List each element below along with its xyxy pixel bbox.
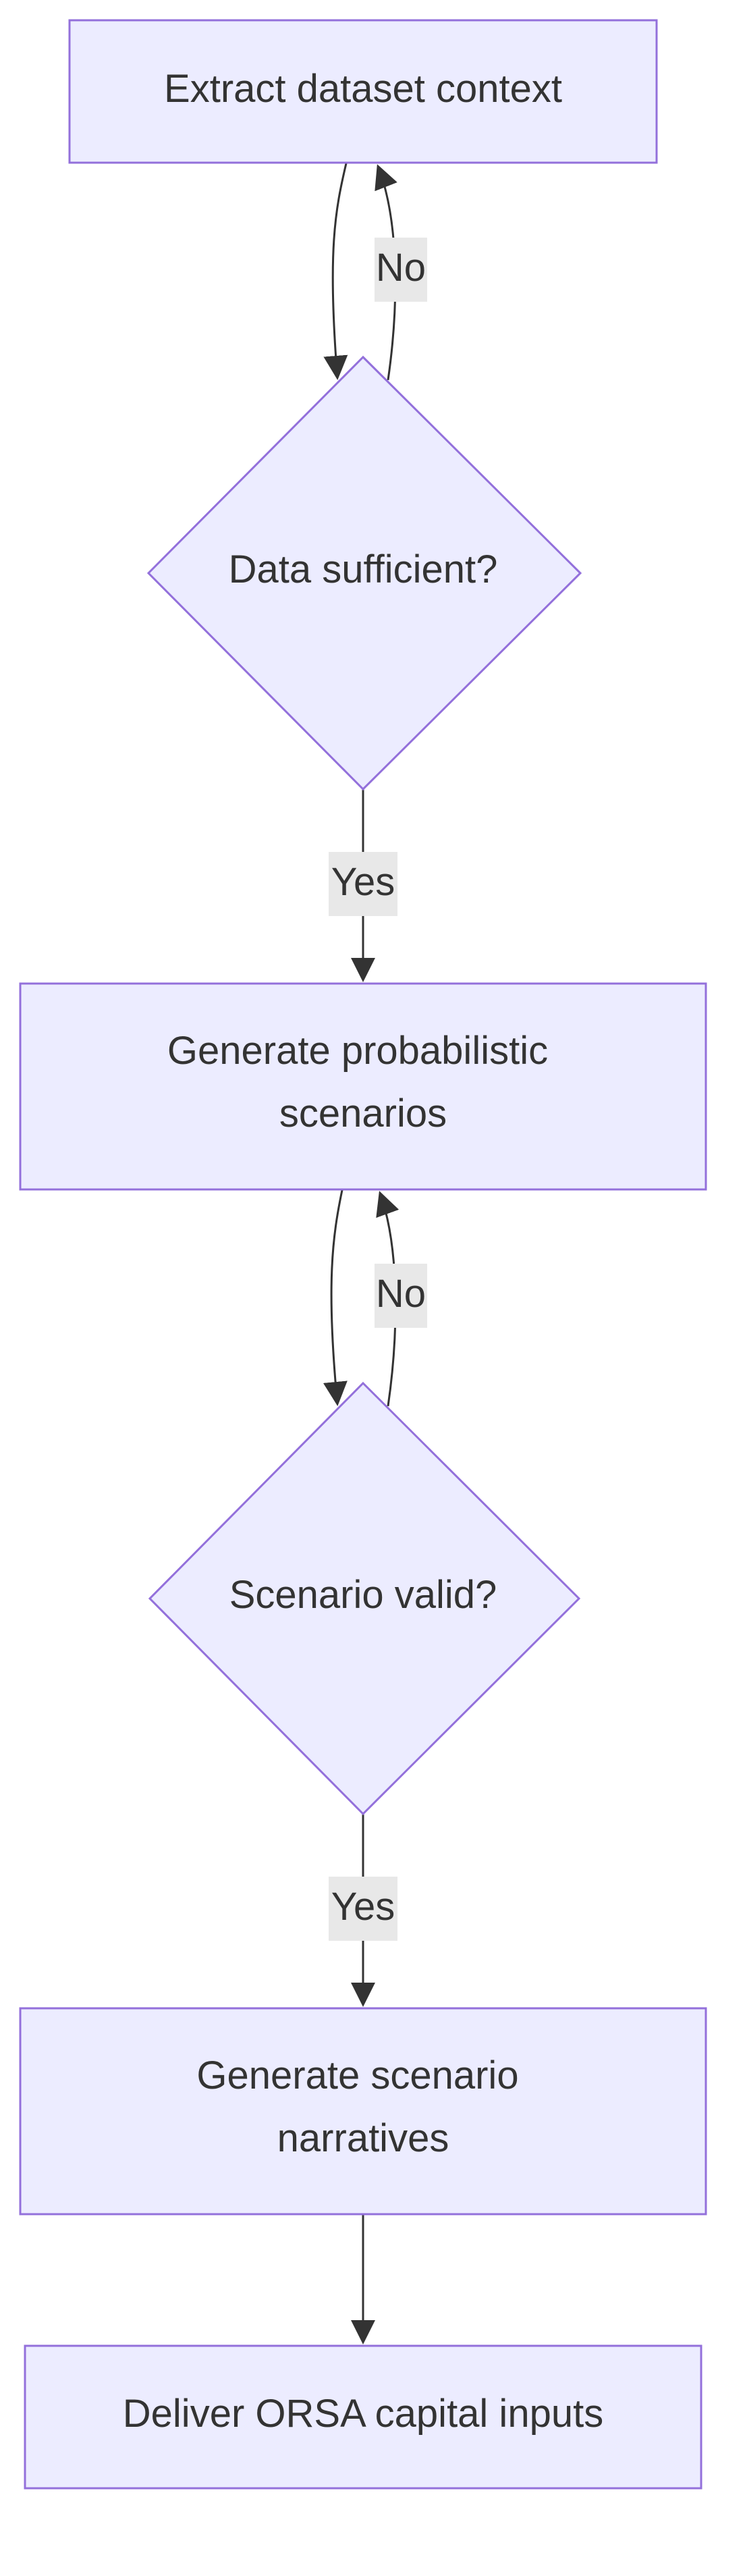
node-narratives-label-line2: narratives <box>277 2116 449 2160</box>
node-generate-label-line1: Generate probabilistic <box>167 1029 548 1073</box>
node-scenario-check-diamond <box>148 1381 581 1816</box>
node-scenario-check: Scenario valid? <box>148 1381 581 1816</box>
edge-label-data-yes-text: Yes <box>331 860 395 904</box>
node-data-check: Data sufficient? <box>146 355 582 791</box>
node-generate-label-line2: scenarios <box>279 1092 447 1135</box>
edge-label-scenario-no-bg <box>375 1264 427 1328</box>
edge-generate-to-scenario-check <box>323 1189 348 1406</box>
edge-label-data-no-bg <box>375 238 427 302</box>
edge-label-scenario-yes-bg <box>329 1877 397 1941</box>
edge-extract-to-data-check <box>323 163 348 380</box>
node-narratives-box <box>19 2007 707 2216</box>
node-generate-box <box>19 982 707 1191</box>
node-extract-label: Extract dataset context <box>164 67 562 111</box>
node-narratives: Generate scenario narratives <box>19 2007 707 2216</box>
edge-label-scenario-yes-text: Yes <box>331 1885 395 1929</box>
node-data-check-diamond <box>146 355 582 791</box>
edge-label-data-yes: Yes <box>329 852 397 916</box>
node-extract-box <box>68 19 658 164</box>
node-deliver-box <box>24 2344 702 2490</box>
node-data-check-label: Data sufficient? <box>229 547 498 591</box>
node-extract: Extract dataset context <box>68 19 658 164</box>
node-scenario-check-label: Scenario valid? <box>229 1573 497 1617</box>
edge-label-data-no-text: No <box>376 246 426 290</box>
edge-label-scenario-yes: Yes <box>329 1877 397 1941</box>
node-deliver: Deliver ORSA capital inputs <box>24 2344 702 2490</box>
node-deliver-label: Deliver ORSA capital inputs <box>123 2392 603 2436</box>
edge-label-scenario-no: No <box>375 1264 427 1328</box>
edge-label-data-no: No <box>375 238 427 302</box>
edge-label-scenario-no-text: No <box>376 1272 426 1316</box>
node-narratives-label-line1: Generate scenario <box>196 2054 518 2097</box>
node-generate: Generate probabilistic scenarios <box>19 982 707 1191</box>
edge-label-data-yes-bg <box>329 852 397 916</box>
